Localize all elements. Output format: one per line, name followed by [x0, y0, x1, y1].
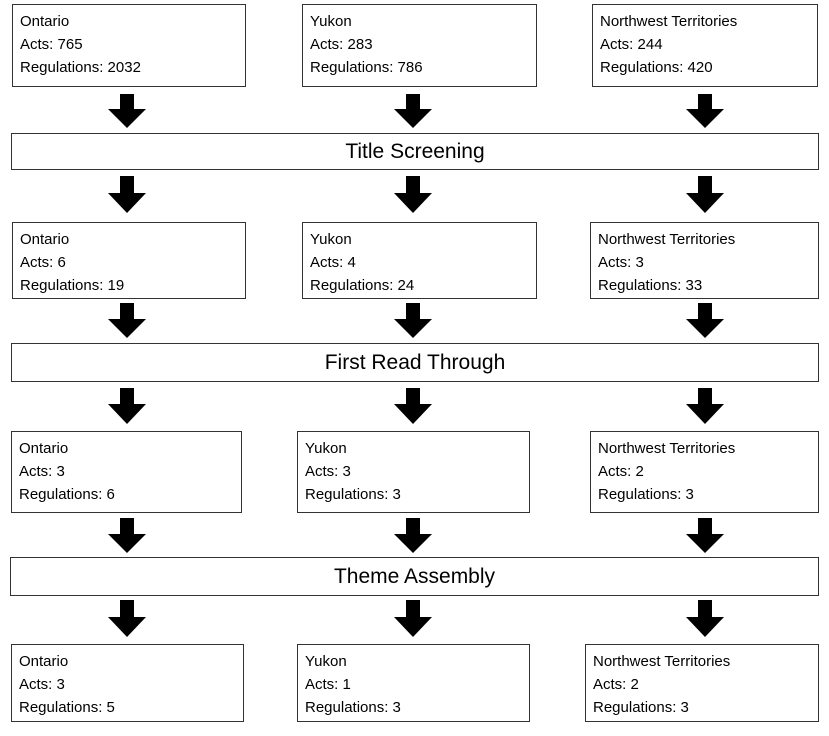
- stage-label: Theme Assembly: [333, 564, 496, 588]
- jurisdiction-label: Ontario: [19, 653, 69, 670]
- acts-count: Acts: 3: [598, 254, 644, 271]
- regulations-count: Regulations: 420: [600, 59, 713, 76]
- stage-title-screening: Title Screening: [11, 133, 819, 170]
- down-arrow-icon: [394, 94, 432, 128]
- acts-count: Acts: 4: [310, 254, 356, 271]
- down-arrow-icon: [108, 176, 146, 213]
- yukon-box-after-title-screening: Yukon Acts: 4 Regulations: 24: [302, 222, 537, 299]
- jurisdiction-label: Northwest Territories: [593, 653, 731, 670]
- yukon-box-final: Yukon Acts: 1 Regulations: 3: [297, 644, 530, 722]
- regulations-count: Regulations: 2032: [20, 59, 141, 76]
- regulations-count: Regulations: 24: [310, 277, 415, 294]
- regulations-count: Regulations: 3: [598, 486, 694, 503]
- stage-theme-assembly: Theme Assembly: [10, 557, 819, 596]
- down-arrow-icon: [394, 388, 432, 424]
- acts-count: Acts: 2: [593, 676, 639, 693]
- acts-count: Acts: 3: [305, 463, 351, 480]
- stage-label: First Read Through: [324, 350, 506, 374]
- jurisdiction-label: Yukon: [310, 13, 352, 30]
- down-arrow-icon: [686, 518, 724, 553]
- acts-count: Acts: 1: [305, 676, 351, 693]
- regulations-count: Regulations: 19: [20, 277, 125, 294]
- down-arrow-icon: [686, 388, 724, 424]
- down-arrow-icon: [686, 94, 724, 128]
- down-arrow-icon: [108, 518, 146, 553]
- down-arrow-icon: [686, 176, 724, 213]
- ontario-box-final: Ontario Acts: 3 Regulations: 5: [11, 644, 244, 722]
- jurisdiction-label: Northwest Territories: [600, 13, 738, 30]
- regulations-count: Regulations: 6: [19, 486, 115, 503]
- acts-count: Acts: 283: [310, 36, 373, 53]
- regulations-count: Regulations: 33: [598, 277, 703, 294]
- ontario-box-after-first-read: Ontario Acts: 3 Regulations: 6: [11, 431, 242, 513]
- yukon-box-initial: Yukon Acts: 283 Regulations: 786: [302, 4, 537, 87]
- down-arrow-icon: [394, 600, 432, 637]
- acts-count: Acts: 2: [598, 463, 644, 480]
- ontario-box-after-title-screening: Ontario Acts: 6 Regulations: 19: [12, 222, 246, 299]
- regulations-count: Regulations: 3: [305, 486, 401, 503]
- yukon-box-after-first-read: Yukon Acts: 3 Regulations: 3: [297, 431, 530, 513]
- jurisdiction-label: Ontario: [19, 440, 69, 457]
- northwest-territories-box-initial: Northwest Territories Acts: 244 Regulati…: [592, 4, 818, 87]
- stage-label: Title Screening: [345, 139, 485, 163]
- regulations-count: Regulations: 786: [310, 59, 423, 76]
- down-arrow-icon: [108, 388, 146, 424]
- acts-count: Acts: 3: [19, 676, 65, 693]
- jurisdiction-label: Ontario: [20, 231, 70, 248]
- down-arrow-icon: [394, 176, 432, 213]
- down-arrow-icon: [686, 600, 724, 637]
- jurisdiction-label: Northwest Territories: [598, 440, 736, 457]
- jurisdiction-label: Yukon: [310, 231, 352, 248]
- jurisdiction-label: Northwest Territories: [598, 231, 736, 248]
- acts-count: Acts: 765: [20, 36, 83, 53]
- ontario-box-initial: Ontario Acts: 765 Regulations: 2032: [12, 4, 246, 87]
- northwest-territories-box-after-first-read: Northwest Territories Acts: 2 Regulation…: [590, 431, 819, 513]
- down-arrow-icon: [394, 303, 432, 338]
- regulations-count: Regulations: 3: [305, 699, 401, 716]
- jurisdiction-label: Ontario: [20, 13, 70, 30]
- northwest-territories-box-after-title-screening: Northwest Territories Acts: 3 Regulation…: [590, 222, 819, 299]
- acts-count: Acts: 244: [600, 36, 663, 53]
- down-arrow-icon: [108, 94, 146, 128]
- acts-count: Acts: 3: [19, 463, 65, 480]
- down-arrow-icon: [686, 303, 724, 338]
- jurisdiction-label: Yukon: [305, 653, 347, 670]
- regulations-count: Regulations: 3: [593, 699, 689, 716]
- northwest-territories-box-final: Northwest Territories Acts: 2 Regulation…: [585, 644, 819, 722]
- down-arrow-icon: [108, 303, 146, 338]
- jurisdiction-label: Yukon: [305, 440, 347, 457]
- stage-first-read-through: First Read Through: [11, 343, 819, 382]
- down-arrow-icon: [108, 600, 146, 637]
- acts-count: Acts: 6: [20, 254, 66, 271]
- down-arrow-icon: [394, 518, 432, 553]
- regulations-count: Regulations: 5: [19, 699, 115, 716]
